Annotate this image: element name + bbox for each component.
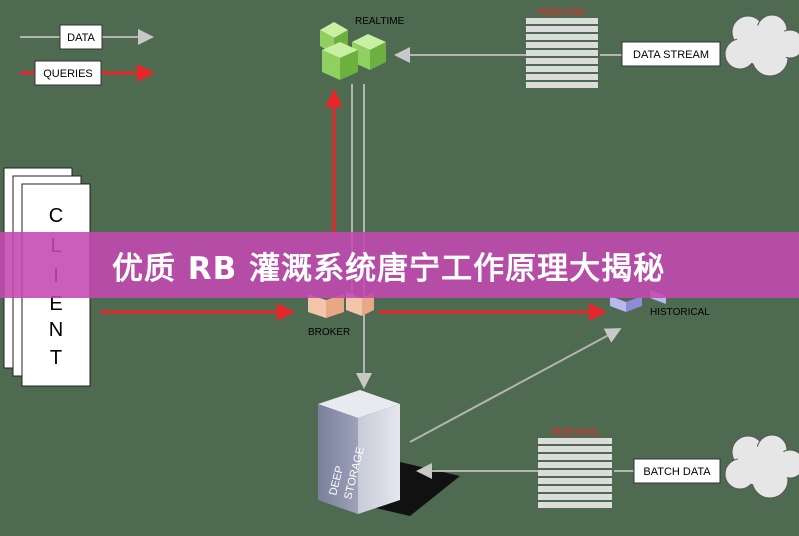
legend-data-label: DATA — [67, 32, 95, 44]
indexing-top-stack-icon — [526, 18, 598, 88]
broker-label: BROKER — [308, 327, 350, 338]
legend-queries-box — [34, 60, 102, 86]
deep-storage-server-icon — [318, 390, 400, 514]
indexing-bottom-stack-icon — [538, 438, 612, 508]
client-letter-c: C — [49, 205, 63, 227]
legend: DATA QUERIES — [20, 24, 155, 86]
broker-node: BROKER — [308, 292, 374, 338]
realtime-node: REALTIME — [320, 16, 405, 80]
data-stream-cloud-icon — [724, 14, 799, 77]
client-letter-n: N — [49, 319, 63, 341]
client-letter-t: T — [50, 347, 62, 369]
legend-data-box — [59, 24, 103, 50]
batch-data-box — [633, 458, 721, 484]
batch-data-cloud-icon — [724, 434, 799, 499]
client-letter-e: E — [49, 293, 62, 315]
batch-data-label: BATCH DATA — [643, 466, 711, 478]
deep-storage-node: DEEP STORAGE — [318, 390, 460, 516]
deep-storage-to-historical-arrow — [409, 328, 622, 443]
indexing-bottom-label: INDEXING — [551, 427, 600, 438]
realtime-label: REALTIME — [355, 16, 405, 27]
indexing-top-label: INDEXING — [538, 7, 587, 18]
data-stream-box — [621, 41, 721, 67]
data-stream-label: DATA STREAM — [633, 49, 709, 61]
title-banner: 优质 RB 灌溉系统唐宁工作原理大揭秘 — [0, 232, 799, 298]
legend-queries-label: QUERIES — [43, 68, 93, 80]
historical-label: HISTORICAL — [650, 307, 710, 318]
realtime-cube-icon — [320, 22, 386, 80]
broker-cube-icon — [308, 292, 374, 318]
indexing-bottom: INDEXING — [538, 427, 612, 508]
indexing-top: INDEXING — [526, 7, 598, 88]
banner-title: 优质 RB 灌溉系统唐宁工作原理大揭秘 — [112, 250, 666, 287]
